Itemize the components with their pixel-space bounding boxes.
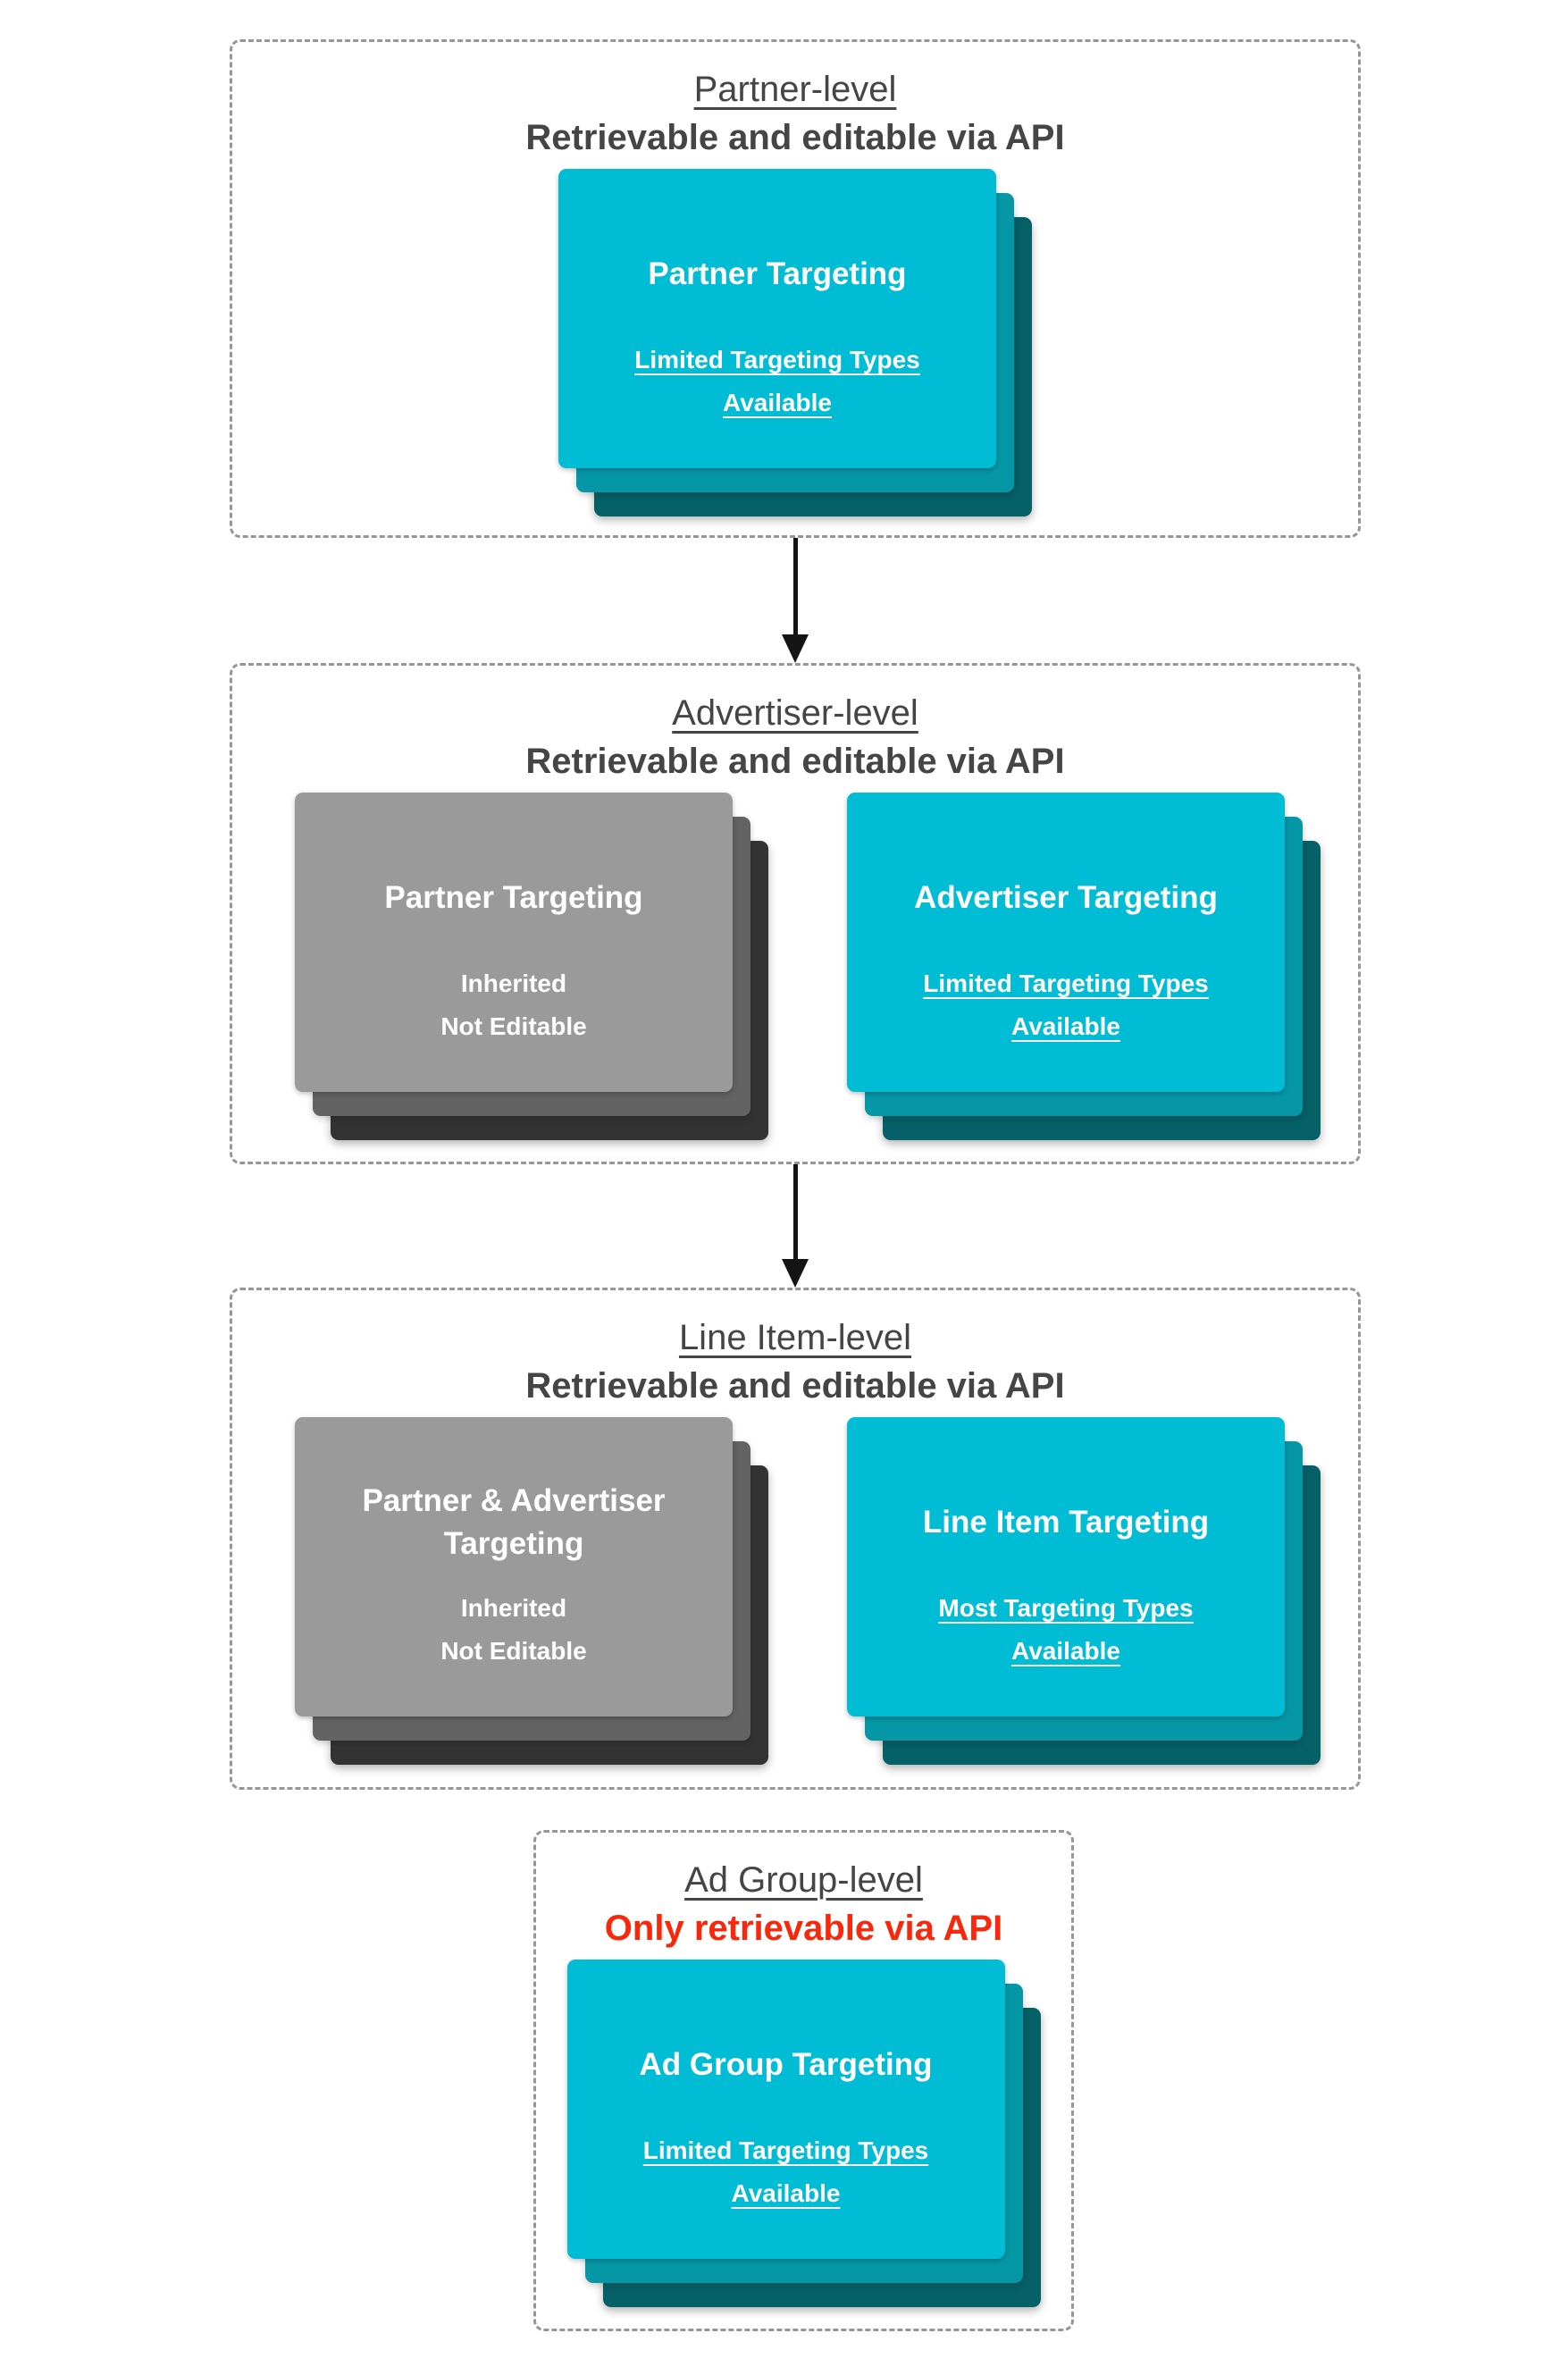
card-row: Partner Targeting Limited Targeting Type… bbox=[232, 169, 1358, 516]
card-body: Limited Targeting Types Available bbox=[643, 2129, 928, 2215]
card-title: Partner Targeting bbox=[648, 256, 907, 291]
card-row: Partner & Advertiser Targeting Inherited… bbox=[232, 1417, 1358, 1765]
card-title: Line Item Targeting bbox=[922, 1505, 1210, 1540]
card-body-line: Available bbox=[723, 389, 832, 416]
card-stack-line-item-targeting: Line Item Targeting Most Targeting Types… bbox=[847, 1417, 1321, 1765]
card-stack-partner-advertiser-targeting: Partner & Advertiser Targeting Inherited… bbox=[295, 1417, 768, 1765]
card-body: Most Targeting Types Available bbox=[938, 1587, 1193, 1673]
card-body-line: Not Editable bbox=[440, 1012, 587, 1040]
targeting-card: Partner & Advertiser Targeting Inherited… bbox=[295, 1417, 733, 1716]
card-body-line: Available bbox=[1011, 1637, 1120, 1665]
section-subtitle: Only retrievable via API bbox=[604, 1909, 1003, 1948]
flow-down-arrow bbox=[782, 538, 809, 663]
section-partner-level: Partner-level Retrievable and editable v… bbox=[230, 39, 1361, 538]
targeting-card: Partner Targeting Inherited Not Editable bbox=[295, 793, 733, 1092]
down-arrow-icon bbox=[782, 1259, 809, 1288]
card-title: Advertiser Targeting bbox=[914, 880, 1218, 915]
card-body: Inherited Not Editable bbox=[440, 1587, 586, 1673]
section-title: Line Item-level bbox=[678, 1318, 912, 1357]
card-stack-ad-group-targeting: Ad Group Targeting Limited Targeting Typ… bbox=[566, 1960, 1041, 2307]
card-body-line: Most Targeting Types bbox=[938, 1594, 1194, 1622]
section-advertiser-level: Advertiser-level Retrievable and editabl… bbox=[230, 663, 1361, 1164]
targeting-card: Line Item Targeting Most Targeting Types… bbox=[847, 1417, 1285, 1716]
card-title: Ad Group Targeting bbox=[639, 2047, 933, 2082]
card-body-line: Inherited bbox=[460, 969, 567, 997]
section-subtitle: Retrievable and editable via API bbox=[525, 118, 1065, 157]
targeting-card: Partner Targeting Limited Targeting Type… bbox=[558, 169, 996, 468]
flow-down-arrow bbox=[782, 1164, 809, 1288]
card-stack-partner-targeting-inherited: Partner Targeting Inherited Not Editable bbox=[295, 793, 768, 1140]
card-title: Partner Targeting bbox=[384, 880, 643, 915]
card-stack-advertiser-targeting: Advertiser Targeting Limited Targeting T… bbox=[847, 793, 1321, 1140]
arrow-shaft bbox=[792, 538, 798, 634]
card-title: Partner & Advertiser Targeting bbox=[362, 1483, 666, 1561]
section-line-item-level: Line Item-level Retrievable and editable… bbox=[230, 1288, 1361, 1790]
section-title: Ad Group-level bbox=[684, 1860, 923, 1900]
card-body-line: Available bbox=[731, 2179, 841, 2207]
down-arrow-icon bbox=[782, 634, 809, 663]
section-ad-group-level: Ad Group-level Only retrievable via API … bbox=[533, 1830, 1074, 2331]
card-body: Limited Targeting Types Available bbox=[634, 339, 919, 424]
section-subtitle: Retrievable and editable via API bbox=[525, 1366, 1065, 1406]
section-title: Advertiser-level bbox=[672, 693, 918, 733]
card-body-line: Limited Targeting Types bbox=[642, 2136, 929, 2164]
card-row: Partner Targeting Inherited Not Editable… bbox=[232, 793, 1358, 1140]
card-body: Limited Targeting Types Available bbox=[923, 962, 1208, 1048]
section-subtitle: Retrievable and editable via API bbox=[525, 742, 1065, 781]
targeting-card: Advertiser Targeting Limited Targeting T… bbox=[847, 793, 1285, 1092]
card-body-line: Available bbox=[1011, 1012, 1120, 1040]
card-row: Ad Group Targeting Limited Targeting Typ… bbox=[536, 1960, 1071, 2307]
card-body-line: Limited Targeting Types bbox=[923, 969, 1209, 997]
section-title: Partner-level bbox=[693, 70, 897, 109]
card-body: Inherited Not Editable bbox=[440, 962, 586, 1048]
card-stack-partner-targeting: Partner Targeting Limited Targeting Type… bbox=[558, 169, 1032, 516]
card-body-line: Not Editable bbox=[440, 1637, 587, 1665]
arrow-shaft bbox=[792, 1164, 798, 1259]
card-body-line: Inherited bbox=[460, 1594, 567, 1622]
card-body-line: Limited Targeting Types bbox=[634, 346, 920, 374]
targeting-card: Ad Group Targeting Limited Targeting Typ… bbox=[566, 1960, 1005, 2259]
